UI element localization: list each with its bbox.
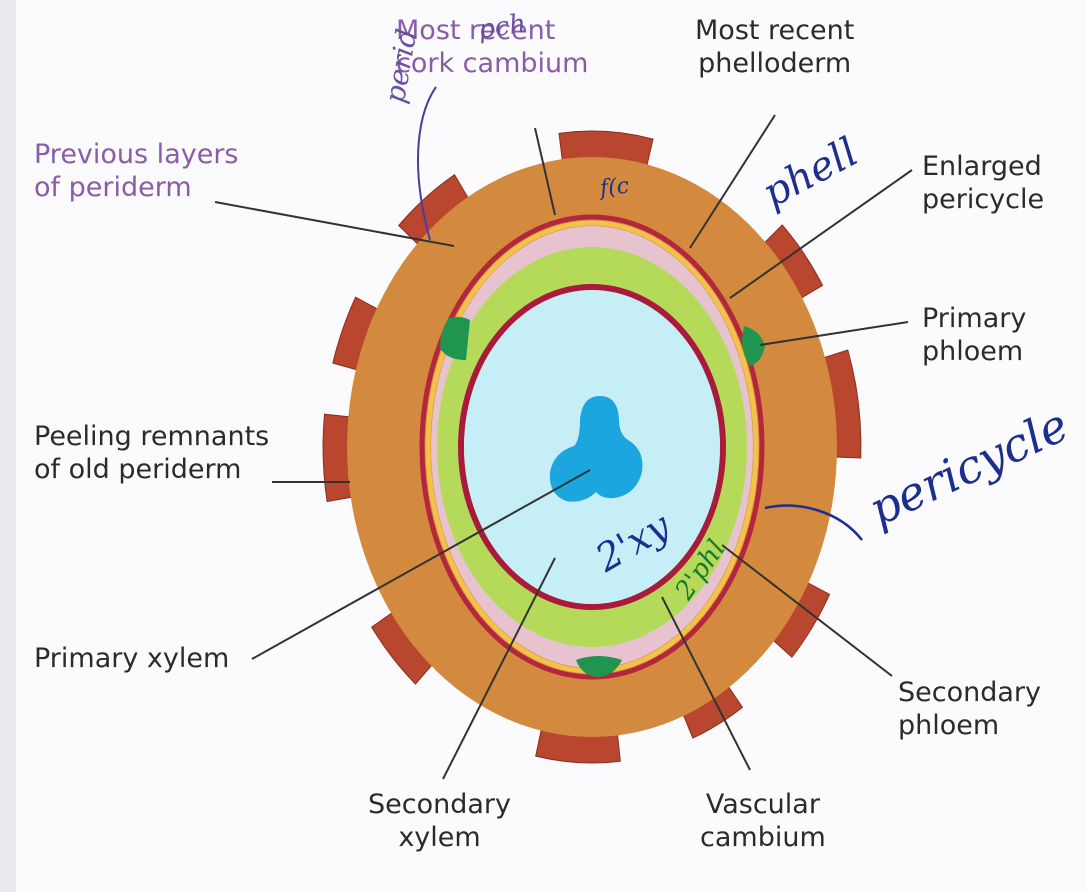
label-line: xylem: [368, 821, 511, 854]
handwritten-small-annotation: f(c: [599, 174, 631, 202]
label-peeling-remnants-of-old-periderm: Peeling remnants of old periderm: [34, 420, 269, 486]
label-secondary-phloem: Secondary phloem: [898, 676, 1041, 742]
label-line: of old periderm: [34, 453, 269, 486]
label-line: cork cambium: [396, 47, 588, 80]
label-line: Primary: [922, 302, 1026, 335]
label-line: Peeling remnants: [34, 420, 269, 453]
label-line: Vascular: [700, 788, 826, 821]
label-line: Most recent: [695, 14, 854, 47]
label-line: Previous layers: [34, 138, 239, 171]
label-line: Secondary: [368, 788, 511, 821]
label-line: pericycle: [922, 183, 1044, 216]
label-previous-layers-of-periderm: Previous layers of periderm: [34, 138, 239, 204]
label-line: phloem: [898, 709, 1041, 742]
label-enlarged-pericycle: Enlarged pericycle: [922, 150, 1044, 216]
label-line: phelloderm: [695, 47, 854, 80]
label-line: Primary xylem: [34, 642, 229, 675]
label-primary-xylem: Primary xylem: [34, 642, 229, 675]
label-secondary-xylem: Secondary xylem: [368, 788, 511, 854]
label-line: Secondary: [898, 676, 1041, 709]
label-most-recent-phelloderm: Most recent phelloderm: [695, 14, 854, 80]
label-line: phloem: [922, 335, 1026, 368]
label-primary-phloem: Primary phloem: [922, 302, 1026, 368]
label-line: Enlarged: [922, 150, 1044, 183]
label-line: of periderm: [34, 171, 239, 204]
label-line: cambium: [700, 821, 826, 854]
label-vascular-cambium: Vascular cambium: [700, 788, 826, 854]
